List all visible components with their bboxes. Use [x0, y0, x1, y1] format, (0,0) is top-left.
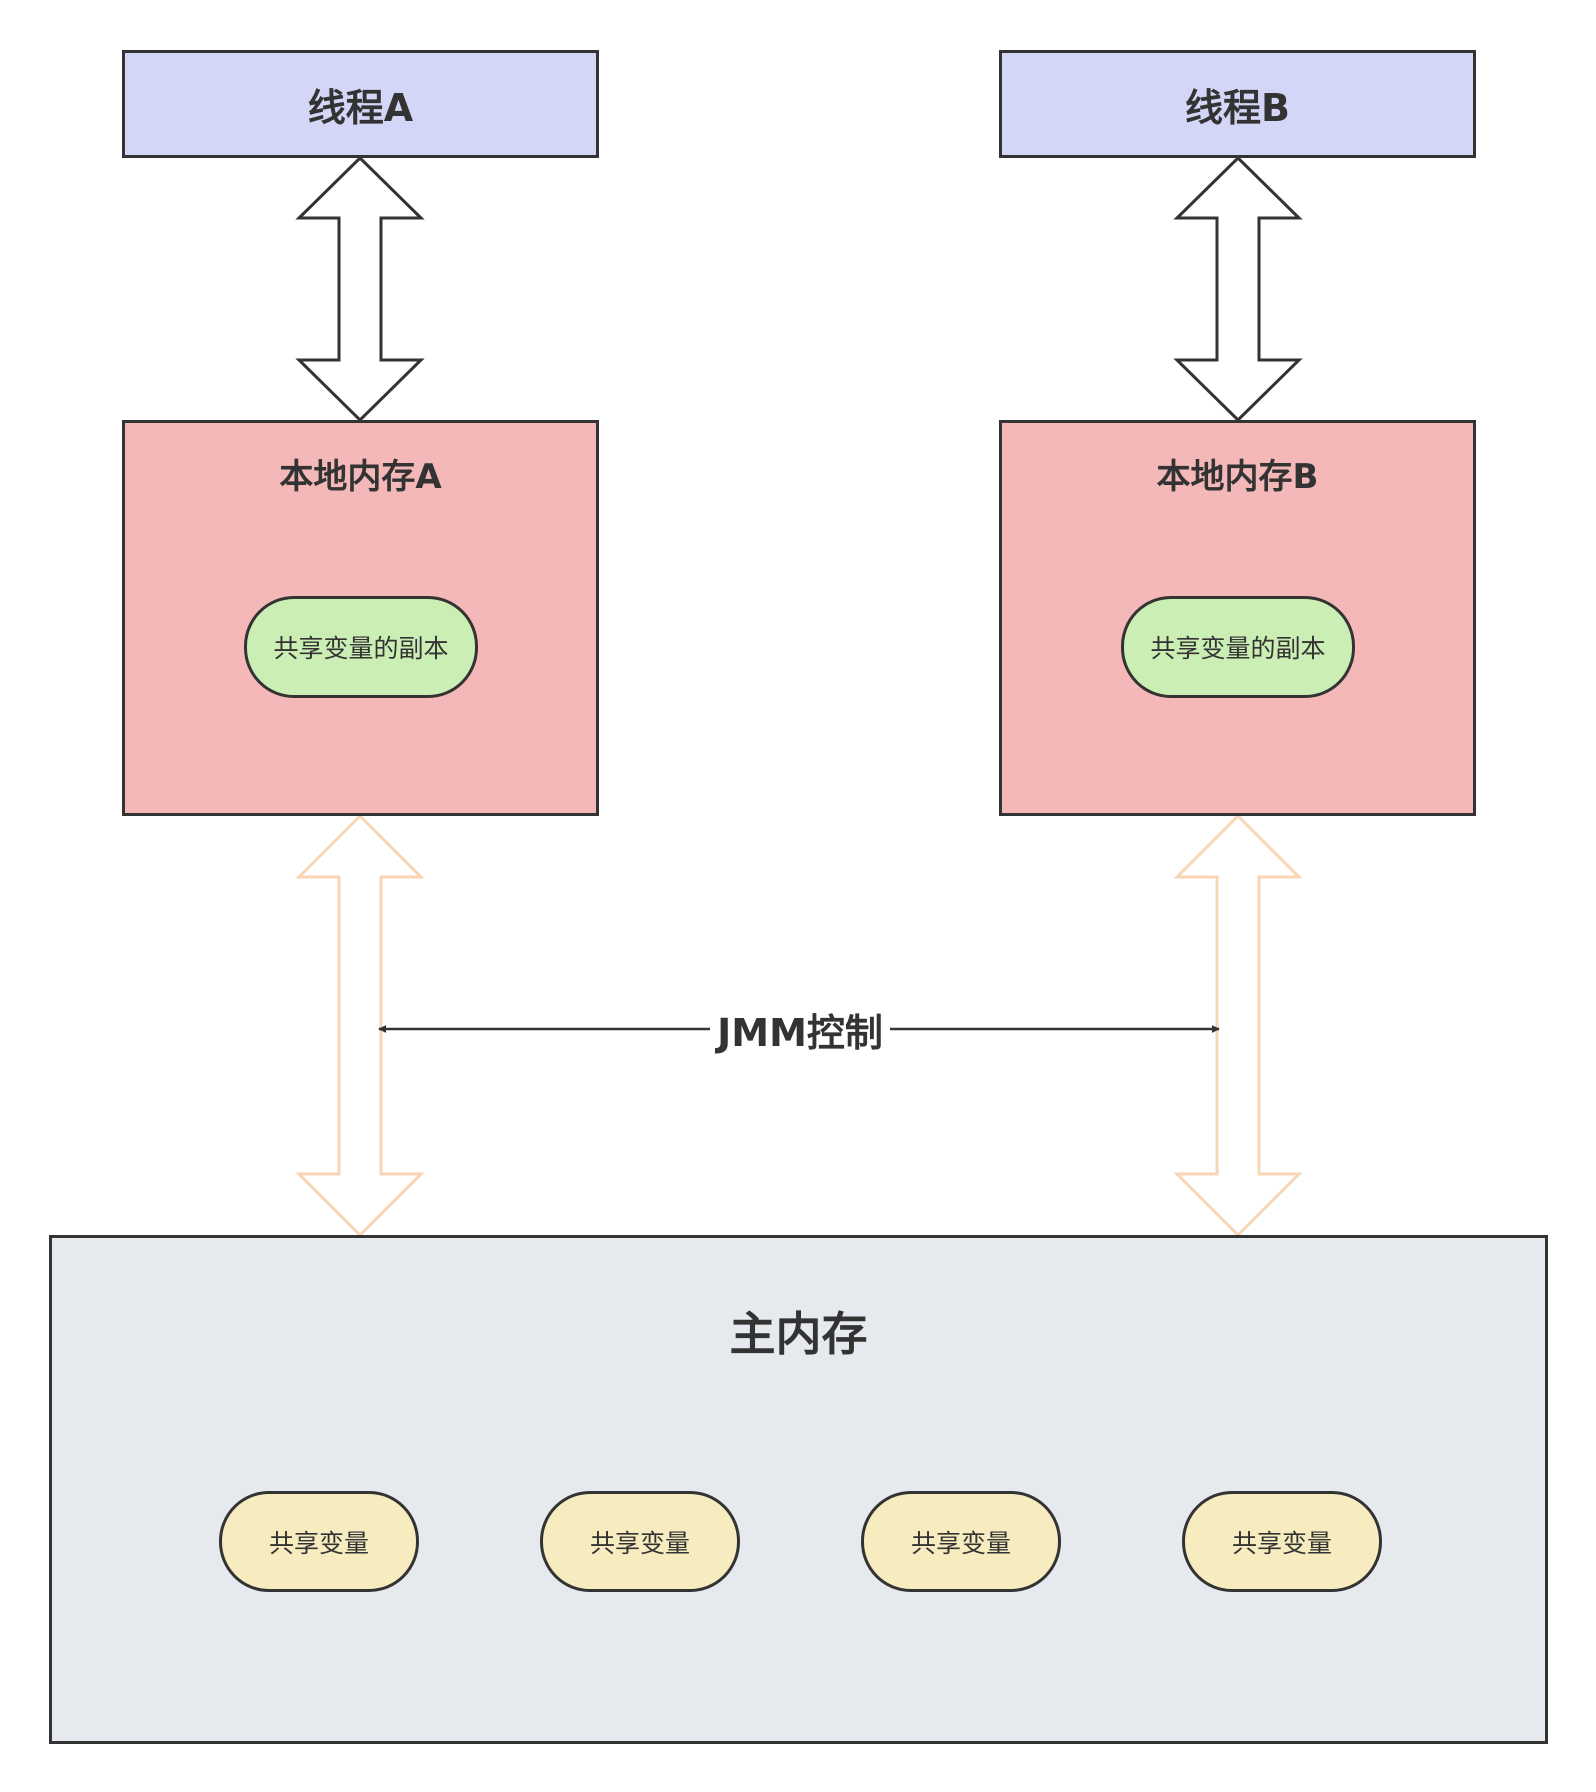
thread-a-label: 线程A — [307, 85, 414, 130]
local-memory-a-box: 本地内存A 共享变量的副本 — [122, 420, 599, 816]
thread-b-label: 线程B — [1185, 85, 1290, 130]
local-memory-a-title: 本地内存A — [279, 457, 442, 497]
thread-b-box: 线程B — [999, 50, 1476, 158]
local-b-main-double-arrow — [1173, 813, 1303, 1238]
shared-variable-label: 共享变量 — [1231, 1528, 1332, 1558]
shared-variable-3: 共享变量 — [861, 1491, 1061, 1592]
local-memory-b-box: 本地内存B 共享变量的副本 — [999, 420, 1476, 816]
thread-a-box: 线程A — [122, 50, 599, 158]
local-b-shared-variable-copy: 共享变量的副本 — [1121, 596, 1355, 698]
main-memory-title: 主内存 — [729, 1307, 868, 1361]
local-a-shared-variable-copy: 共享变量的副本 — [244, 596, 478, 698]
shared-variable-2: 共享变量 — [540, 1491, 740, 1592]
local-memory-b-title: 本地内存B — [1156, 457, 1319, 497]
local-a-main-double-arrow — [295, 813, 425, 1238]
thread-b-local-b-double-arrow — [1173, 155, 1303, 423]
local-b-copy-label: 共享变量的副本 — [1150, 634, 1326, 663]
thread-a-local-a-double-arrow — [295, 155, 425, 423]
shared-variable-1: 共享变量 — [219, 1491, 419, 1592]
shared-variable-label: 共享变量 — [268, 1528, 369, 1558]
local-a-copy-label: 共享变量的副本 — [273, 634, 449, 663]
shared-variable-label: 共享变量 — [910, 1528, 1011, 1558]
shared-variable-label: 共享变量 — [589, 1528, 690, 1558]
main-memory-box: 主内存 共享变量 共享变量 共享变量 共享变量 — [49, 1235, 1548, 1744]
shared-variable-4: 共享变量 — [1182, 1491, 1382, 1592]
jmm-control-label: JMM控制 — [710, 1008, 890, 1058]
